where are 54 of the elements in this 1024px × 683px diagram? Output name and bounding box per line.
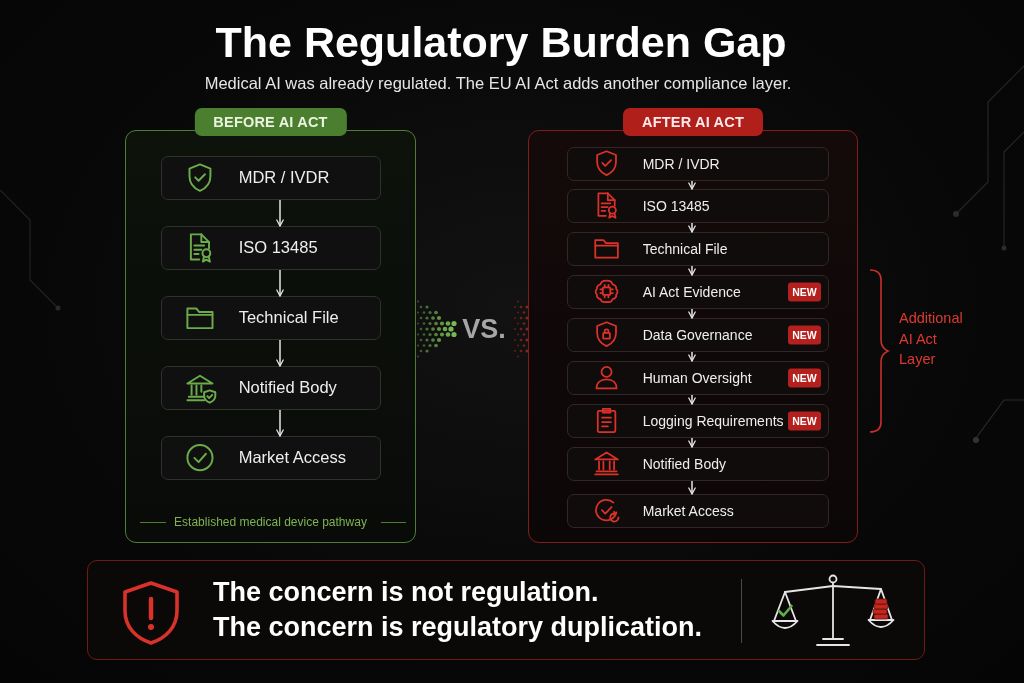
flow-arrow [688,308,696,319]
new-tag: NEW [788,325,821,345]
step-card [566,274,829,309]
flow-arrow [688,180,696,190]
step-card [566,231,829,266]
step-label: ISO 13485 [642,197,710,215]
step-card [566,146,829,181]
flow-arrow [688,265,696,276]
section-tab: AFTER AI ACT [623,108,763,136]
statement-text: The concern is not regulation. [213,576,599,608]
statement-text: The concern is regulatory duplication. [213,611,703,643]
flow-arrow [688,437,696,448]
step-label: Logging Requirements [642,412,784,430]
flow-arrow [276,199,284,227]
flow-arrow [688,394,696,405]
flow-arrow [688,222,696,233]
step-label: MDR / IVDR [238,167,330,188]
step-label: Human Oversight [642,369,752,387]
step-card [160,295,381,340]
step-label: Market Access [642,502,734,520]
flow-arrow [276,269,284,297]
step-card [566,493,829,528]
step-label: Data Governance [642,326,753,344]
panel-footnote: Established medical device pathway [174,514,367,530]
versus-label: VS. [462,314,506,344]
flow-arrow [276,339,284,367]
section-tab: BEFORE AI ACT [194,108,347,136]
step-label: Notified Body [642,455,726,473]
step-card [566,403,829,438]
flow-arrow [688,480,696,495]
step-card [566,188,829,223]
step-card [566,446,829,481]
new-tag: NEW [788,411,821,431]
step-card [566,317,829,352]
bracket-label: Additional AI Act Layer [899,309,964,369]
step-label: Technical File [642,240,728,258]
step-label: MDR / IVDR [642,155,720,173]
step-label: AI Act Evidence [642,283,741,301]
step-label: Technical File [238,307,339,328]
step-label: Notified Body [238,377,337,398]
step-card [566,360,829,395]
step-label: ISO 13485 [238,237,318,258]
step-label: Market Access [238,447,346,468]
step-card [160,365,381,410]
title: The Regulatory Burden Gap [215,17,787,67]
callout-banner [87,560,925,660]
subtitle: Medical AI was already regulated. The EU AI Act adds another compliance layer. [204,73,792,93]
step-card [160,435,381,480]
step-card [160,225,381,270]
new-tag: NEW [788,282,821,302]
step-card [160,155,381,200]
flow-arrow [276,409,284,437]
new-tag: NEW [788,368,821,388]
flow-arrow [688,351,696,362]
